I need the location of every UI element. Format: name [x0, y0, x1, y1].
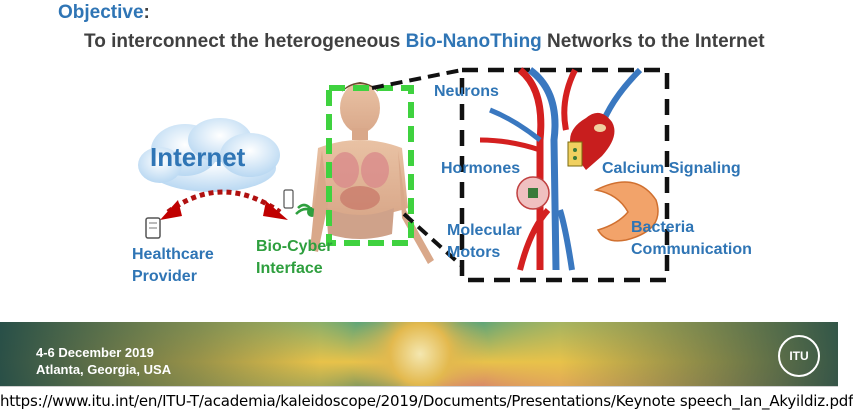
stomach-icon	[593, 181, 659, 242]
hormones-label: Hormones	[441, 160, 521, 177]
bacteria-line1: Bacteria	[631, 219, 695, 236]
event-date: 4-6 December 2019	[36, 345, 154, 360]
biocyber-label: Bio-Cyber Interface	[256, 236, 332, 280]
human-body-icon	[310, 82, 434, 264]
molecular-label: Molecular Motors	[447, 220, 522, 264]
diagram-artwork	[138, 67, 670, 283]
biocyber-line2: Interface	[256, 260, 323, 277]
nanomachine-icon	[567, 141, 583, 167]
biocyber-line1: Bio-Cyber	[256, 238, 333, 255]
objective-label: Objective	[58, 2, 144, 23]
objective-heading: Objective:	[58, 2, 150, 24]
zoom-line-bottom	[402, 212, 464, 268]
molecular-line1: Molecular	[447, 222, 522, 239]
sensor-device-icon	[283, 189, 317, 217]
source-url[interactable]: https://www.itu.int/en/ITU-T/academia/ka…	[0, 392, 853, 410]
subtitle-highlight: Bio-NanoThing	[405, 31, 542, 52]
slide-subtitle: To interconnect the heterogeneous Bio-Na…	[84, 31, 765, 53]
event-info: 4-6 December 2019 Atlanta, Georgia, USA	[36, 344, 171, 378]
phone-icon	[145, 217, 161, 239]
bacteria-label: Bacteria Communication	[631, 217, 752, 261]
molecular-line2: Motors	[447, 244, 501, 261]
slide: Objective: To interconnect the heterogen…	[58, 2, 765, 288]
zoom-line-top	[371, 68, 463, 90]
event-location: Atlanta, Georgia, USA	[36, 362, 172, 377]
blood-vessels-icon	[479, 67, 643, 271]
url-caption-bar: https://www.itu.int/en/ITU-T/academia/ka…	[0, 386, 853, 417]
nanochip-icon	[528, 188, 538, 198]
calcium-label: Calcium Signaling	[602, 160, 741, 177]
connection-arrow-icon	[160, 189, 288, 220]
slide-footer: 4-6 December 2019 Atlanta, Georgia, USA …	[0, 322, 838, 386]
neurons-label: Neurons	[434, 83, 499, 100]
objective-colon: :	[143, 2, 150, 23]
subtitle-post: Networks to the Internet	[541, 31, 765, 52]
healthcare-label: Healthcare Provider	[132, 244, 214, 288]
healthcare-line1: Healthcare	[132, 246, 214, 263]
internet-cloud-icon	[138, 118, 280, 192]
internet-label: Internet	[150, 142, 246, 172]
bio-cyber-highlight-box	[326, 85, 414, 246]
subtitle-pre: To interconnect the heterogeneous	[84, 31, 406, 52]
itu-logo-icon: ITU	[778, 335, 820, 377]
healthcare-line2: Provider	[132, 268, 197, 285]
bacteria-line2: Communication	[631, 241, 752, 258]
